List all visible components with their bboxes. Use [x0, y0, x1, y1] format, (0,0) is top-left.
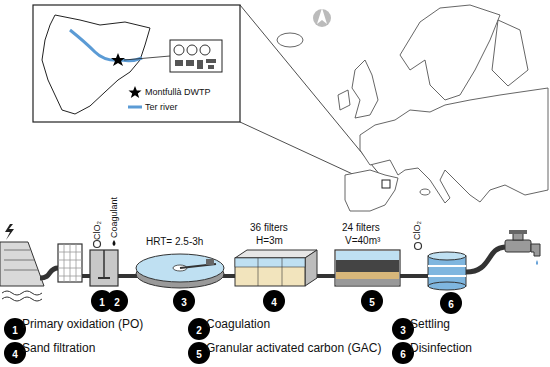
callout-text: 1	[99, 297, 105, 308]
legend-sample	[128, 86, 142, 98]
step-name: Settling	[410, 317, 450, 331]
callout-text: 4	[12, 349, 18, 360]
callout-text: 5	[369, 297, 375, 308]
callout-number: 6	[440, 292, 462, 314]
parameter-label: 24 filters	[342, 222, 380, 234]
parameter-label: H=3m	[256, 235, 283, 247]
callout-text: 2	[114, 297, 120, 308]
callout-text: 3	[400, 325, 406, 336]
callout-text: 4	[271, 297, 277, 308]
parameter-label: V=40m³	[345, 235, 380, 247]
chemical-label: ClO₂	[412, 221, 423, 240]
legend-item: Montfullà DWTP	[128, 86, 211, 98]
step-name: Primary oxidation (PO)	[22, 317, 143, 331]
parameter-label: 36 filters	[250, 222, 288, 234]
legend-text: Montfullà DWTP	[145, 87, 211, 97]
legend-sample	[128, 101, 142, 113]
callout-text: 6	[448, 299, 454, 310]
step-name: Sand filtration	[22, 341, 95, 355]
callout-number: 5	[361, 290, 383, 312]
callout-text: 6	[400, 349, 406, 360]
callout-number: 2	[106, 290, 128, 312]
legend-text: Ter river	[145, 102, 178, 112]
callout-text: 1	[12, 325, 18, 336]
chemical-label: ClO₂	[92, 221, 103, 240]
callout-number: 4	[263, 290, 285, 312]
callout-text: 3	[181, 297, 187, 308]
step-name: Coagulation	[206, 317, 270, 331]
parameter-label: HRT= 2.5-3h	[146, 236, 203, 248]
chemical-label: Coagulant	[109, 197, 120, 238]
callout-text: 2	[196, 325, 202, 336]
callout-number: 3	[173, 290, 195, 312]
step-name: Disinfection	[410, 341, 472, 355]
step-name: Granular activated carbon (GAC)	[206, 341, 381, 355]
callout-text: 5	[196, 349, 202, 360]
legend-item: Ter river	[128, 101, 178, 113]
